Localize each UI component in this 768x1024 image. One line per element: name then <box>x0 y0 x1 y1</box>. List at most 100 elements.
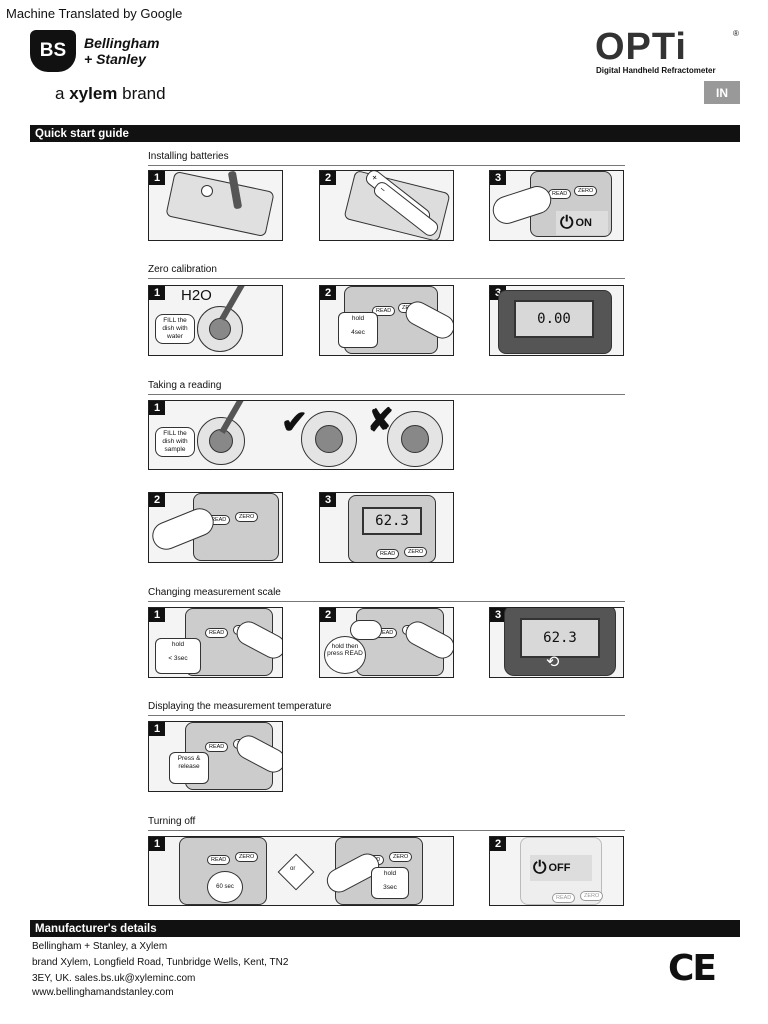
step-number: 3 <box>490 171 506 185</box>
step-number: 1 <box>149 722 165 736</box>
read-button-icon: READ <box>548 189 572 199</box>
manufacturer-header: Manufacturer's details <box>30 920 740 937</box>
hold-then-text: hold then <box>331 643 359 650</box>
read-button-icon: READ <box>552 893 576 903</box>
read-button-icon: READ <box>205 628 229 638</box>
opti-logo: OPTi <box>595 26 687 68</box>
lcd-display: 0.00 <box>514 300 594 338</box>
finger-icon <box>350 620 382 640</box>
power-on-indicator: ⏻ ON <box>556 211 608 235</box>
step-number: 1 <box>149 286 165 300</box>
on-label: ON <box>575 217 592 229</box>
read-button-icon: READ <box>372 306 396 316</box>
hold-text: hold <box>383 870 397 877</box>
power-off-indicator: ⏻ OFF <box>530 855 592 881</box>
scale-step-3: 3 62.3 ⟲ <box>489 607 624 678</box>
brand-name-line1: Bellingham <box>84 35 160 51</box>
hold-text: hold <box>171 641 185 648</box>
quick-start-header: Quick start guide <box>30 125 740 142</box>
prism-well <box>209 429 233 453</box>
brand-name: Bellingham + Stanley <box>84 35 159 67</box>
press-release-label: Press & release <box>169 752 209 784</box>
opti-registered-mark: ® <box>733 29 739 38</box>
prism-well-partial <box>401 425 429 453</box>
step-number: 2 <box>320 286 336 300</box>
step-number: 3 <box>320 493 336 507</box>
zero-button-icon: ZERO <box>580 891 604 901</box>
step-number: 3 <box>490 608 506 622</box>
temperature-step-1: 1 READ ZERO Press & release <box>148 721 283 792</box>
prism-well <box>209 318 231 340</box>
cross-icon: ✘ <box>367 402 394 438</box>
tagline-pre: a <box>55 84 70 103</box>
read-button-icon: READ <box>207 855 231 865</box>
read-button-icon: READ <box>205 742 229 752</box>
section-temperature: Displaying the measurement temperature <box>148 701 625 716</box>
prism-well-filled <box>315 425 343 453</box>
or-diamond <box>277 853 315 891</box>
4sec-text: 4sec <box>351 329 365 336</box>
brand-name-line2: + Stanley <box>84 51 146 67</box>
section-off: Turning off <box>148 816 625 831</box>
hold-3sec-label: hold < 3sec <box>155 638 201 674</box>
step-number: 2 <box>149 493 165 507</box>
step-number: 1 <box>149 401 165 415</box>
off-label: OFF <box>548 862 571 874</box>
power-icon: ⏻ <box>560 213 574 232</box>
battery-step-1: 1 <box>148 170 283 241</box>
step-number: 1 <box>149 171 165 185</box>
section-scale: Changing measurement scale <box>148 587 625 602</box>
zero-button-icon: ZERO <box>574 186 598 196</box>
hold-text: hold <box>351 315 365 322</box>
manufacturer-line-3: 3EY, UK. sales.bs.uk@xyleminc.com <box>32 973 196 984</box>
tagline-xylem: xylem <box>69 84 118 103</box>
step-number: 1 <box>149 837 165 851</box>
bs-logo: BS <box>30 30 76 72</box>
section-reading: Taking a reading <box>148 380 625 395</box>
language-badge: IN <box>704 81 740 104</box>
machine-translated-note: Machine Translated by Google <box>6 6 183 21</box>
reading-step-2: 2 READ ZERO <box>148 492 283 563</box>
step-number: 2 <box>320 608 336 622</box>
zero-button-icon: ZERO <box>235 852 259 862</box>
xylem-tagline: a xylem brand <box>55 84 166 104</box>
manufacturer-line-2: brand Xylem, Longfield Road, Tunbridge W… <box>32 957 289 968</box>
read-button-icon: READ <box>376 549 400 559</box>
fill-sample-label: FILL the dish with sample <box>155 427 195 457</box>
battery-step-3: 3 READ ZERO ⏻ ON <box>489 170 624 241</box>
section-batteries: Installing batteries <box>148 151 625 166</box>
press-read-text: press READ <box>327 650 363 657</box>
manufacturer-line-1: Bellingham + Stanley, a Xylem <box>32 941 168 952</box>
3sec-text: 3sec <box>383 884 397 891</box>
rotate-arrow-icon: ⟲ <box>546 654 560 671</box>
step-number: 2 <box>320 171 336 185</box>
3sec-text: < 3sec <box>168 655 188 662</box>
hold-4sec-label: hold 4sec <box>338 312 378 348</box>
section-zero: Zero calibration <box>148 264 625 279</box>
step-number: 2 <box>490 837 506 851</box>
or-label: or <box>290 866 296 872</box>
lcd-display: 62.3 <box>362 507 422 535</box>
opti-subtitle: Digital Handheld Refractometer <box>596 66 716 75</box>
ce-mark: CE <box>668 948 717 989</box>
scale-step-1: 1 READ ZERO hold< 3sec <box>148 607 283 678</box>
h2o-label: H2O <box>181 287 212 304</box>
zero-button-icon: ZERO <box>389 852 413 862</box>
lcd-display: 62.3 <box>520 618 600 658</box>
zero-step-1: 1 H2O FILL the dish with water <box>148 285 283 356</box>
battery-step-2: 2 + − <box>319 170 454 241</box>
hold-3sec-off-label: hold 3sec <box>371 867 409 899</box>
battery-cover <box>165 171 275 238</box>
reading-step-1: 1 FILL the dish with sample ✔ ✘ <box>148 400 454 470</box>
fill-water-label: FILL the dish with water <box>155 314 195 344</box>
screw-icon <box>201 185 213 197</box>
step-number: 1 <box>149 608 165 622</box>
off-step-2: 2 ⏻ OFF READ ZERO <box>489 836 624 906</box>
checkmark-icon: ✔ <box>281 404 308 440</box>
zero-button-icon: ZERO <box>404 547 428 557</box>
zero-button-icon: ZERO <box>235 512 259 522</box>
